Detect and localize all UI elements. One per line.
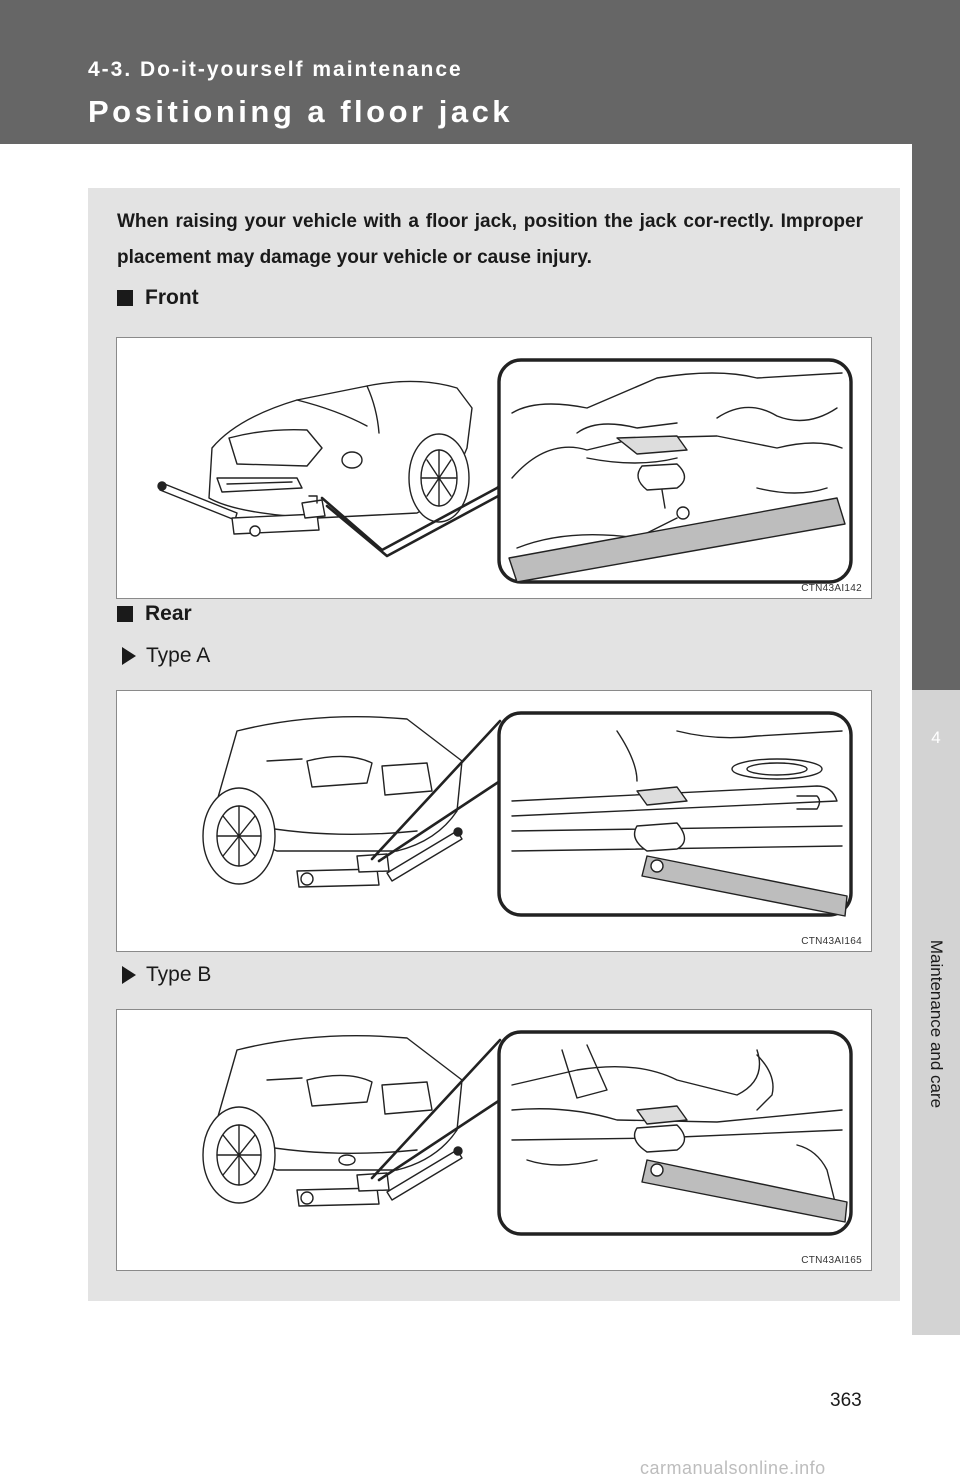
- type-b-heading: Type B: [122, 963, 211, 987]
- rear-heading-label: Rear: [145, 602, 192, 625]
- watermark-bar: [0, 1456, 960, 1484]
- watermark: carmanualsonline.info: [640, 1458, 826, 1478]
- intro-text: When raising your vehicle with a floor j…: [117, 211, 863, 268]
- page-header: 4-3. Do-it-yourself maintenance Position…: [0, 0, 960, 144]
- arrow-bullet-icon: [122, 966, 136, 984]
- type-b-label: Type B: [146, 963, 212, 986]
- front-heading-label: Front: [145, 286, 199, 309]
- page-title: Positioning a floor jack: [88, 94, 514, 129]
- section-number: 4-3. Do-it-yourself maintenance: [88, 58, 463, 81]
- chapter-name: Maintenance and care: [927, 939, 946, 1109]
- type-a-jack-illustration: [202, 711, 853, 917]
- type-a-heading: Type A: [122, 644, 210, 668]
- type-a-figure-code: CTN43AI164: [801, 936, 862, 947]
- type-b-figure-code: CTN43AI165: [801, 1255, 862, 1266]
- type-b-figure: CTN43AI165: [116, 1009, 872, 1271]
- front-heading: Front: [117, 286, 199, 310]
- front-figure: CTN43AI142: [116, 337, 872, 599]
- arrow-bullet-icon: [122, 647, 136, 665]
- front-jack-illustration: [157, 358, 853, 584]
- square-bullet-icon: [117, 606, 133, 622]
- type-a-figure: CTN43AI164: [116, 690, 872, 952]
- page-number: 363: [830, 1390, 862, 1411]
- rear-heading: Rear: [117, 602, 192, 626]
- front-figure-code: CTN43AI142: [801, 583, 862, 594]
- type-b-jack-illustration: [202, 1030, 853, 1236]
- square-bullet-icon: [117, 290, 133, 306]
- chapter-number: 4: [931, 728, 941, 747]
- type-a-label: Type A: [146, 644, 211, 667]
- chapter-side-tab-active: [912, 690, 960, 1335]
